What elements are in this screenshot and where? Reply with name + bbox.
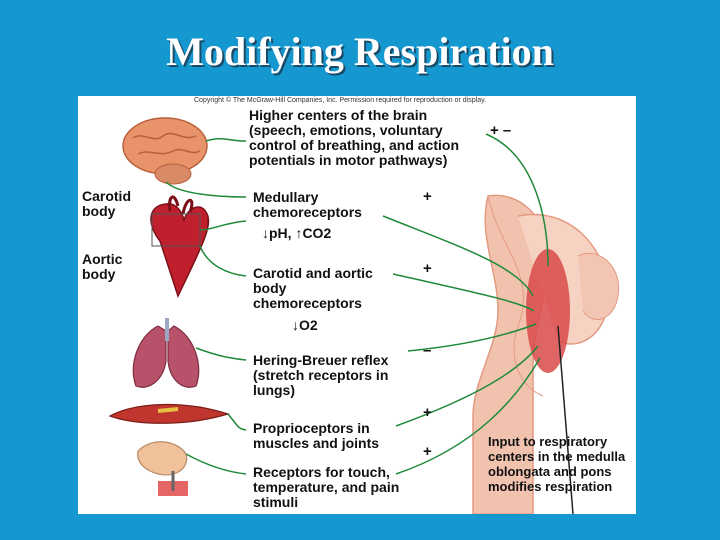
brainstem-illustration bbox=[472, 194, 620, 514]
proprioceptors-label: Proprioceptors in muscles and joints bbox=[253, 420, 380, 451]
carotid-aortic-stimulus-label: ↓O2 bbox=[292, 317, 318, 333]
muscle-icon bbox=[108, 403, 231, 424]
respiratory-centers-input-label: Input to respiratory centers in the medu… bbox=[488, 434, 626, 494]
medullary-sign: + bbox=[423, 188, 432, 205]
higher-centers-label: Higher centers of the brain (speech, emo… bbox=[249, 107, 459, 168]
aortic-body-label: Aortic body bbox=[82, 251, 123, 282]
higher-centers-sign: + – bbox=[490, 122, 512, 139]
brain-connector-arrow bbox=[485, 133, 549, 267]
carotid-body-label: Carotid body bbox=[82, 188, 131, 219]
carotid-aortic-chemoreceptors-label: Carotid and aortic body chemoreceptors bbox=[253, 265, 373, 311]
medullary-chemoreceptors-label: Medullary chemoreceptors bbox=[253, 189, 362, 220]
hering-breuer-sign: – bbox=[423, 342, 432, 359]
connector-lines bbox=[165, 138, 541, 475]
proprioceptors-sign: + bbox=[423, 404, 432, 421]
lungs-icon bbox=[132, 318, 200, 388]
brain-icon bbox=[122, 117, 208, 185]
medullary-stimulus-label: ↓pH, ↑CO2 bbox=[262, 225, 332, 241]
touch-temperature-pain-label: Receptors for touch, temperature, and pa… bbox=[253, 464, 400, 510]
diagram-artwork bbox=[108, 117, 620, 514]
copyright-notice: Copyright © The McGraw-Hill Companies, I… bbox=[194, 97, 487, 104]
hering-breuer-label: Hering-Breuer reflex (stretch receptors … bbox=[253, 352, 389, 398]
heart-icon bbox=[150, 195, 210, 299]
slide-title: Modifying Respiration bbox=[166, 29, 554, 74]
respiration-diagram: Copyright © The McGraw-Hill Companies, I… bbox=[78, 96, 636, 514]
hand-icon bbox=[137, 441, 188, 496]
carotid-aortic-sign: + bbox=[423, 260, 432, 277]
touch-temperature-pain-sign: + bbox=[423, 443, 432, 460]
